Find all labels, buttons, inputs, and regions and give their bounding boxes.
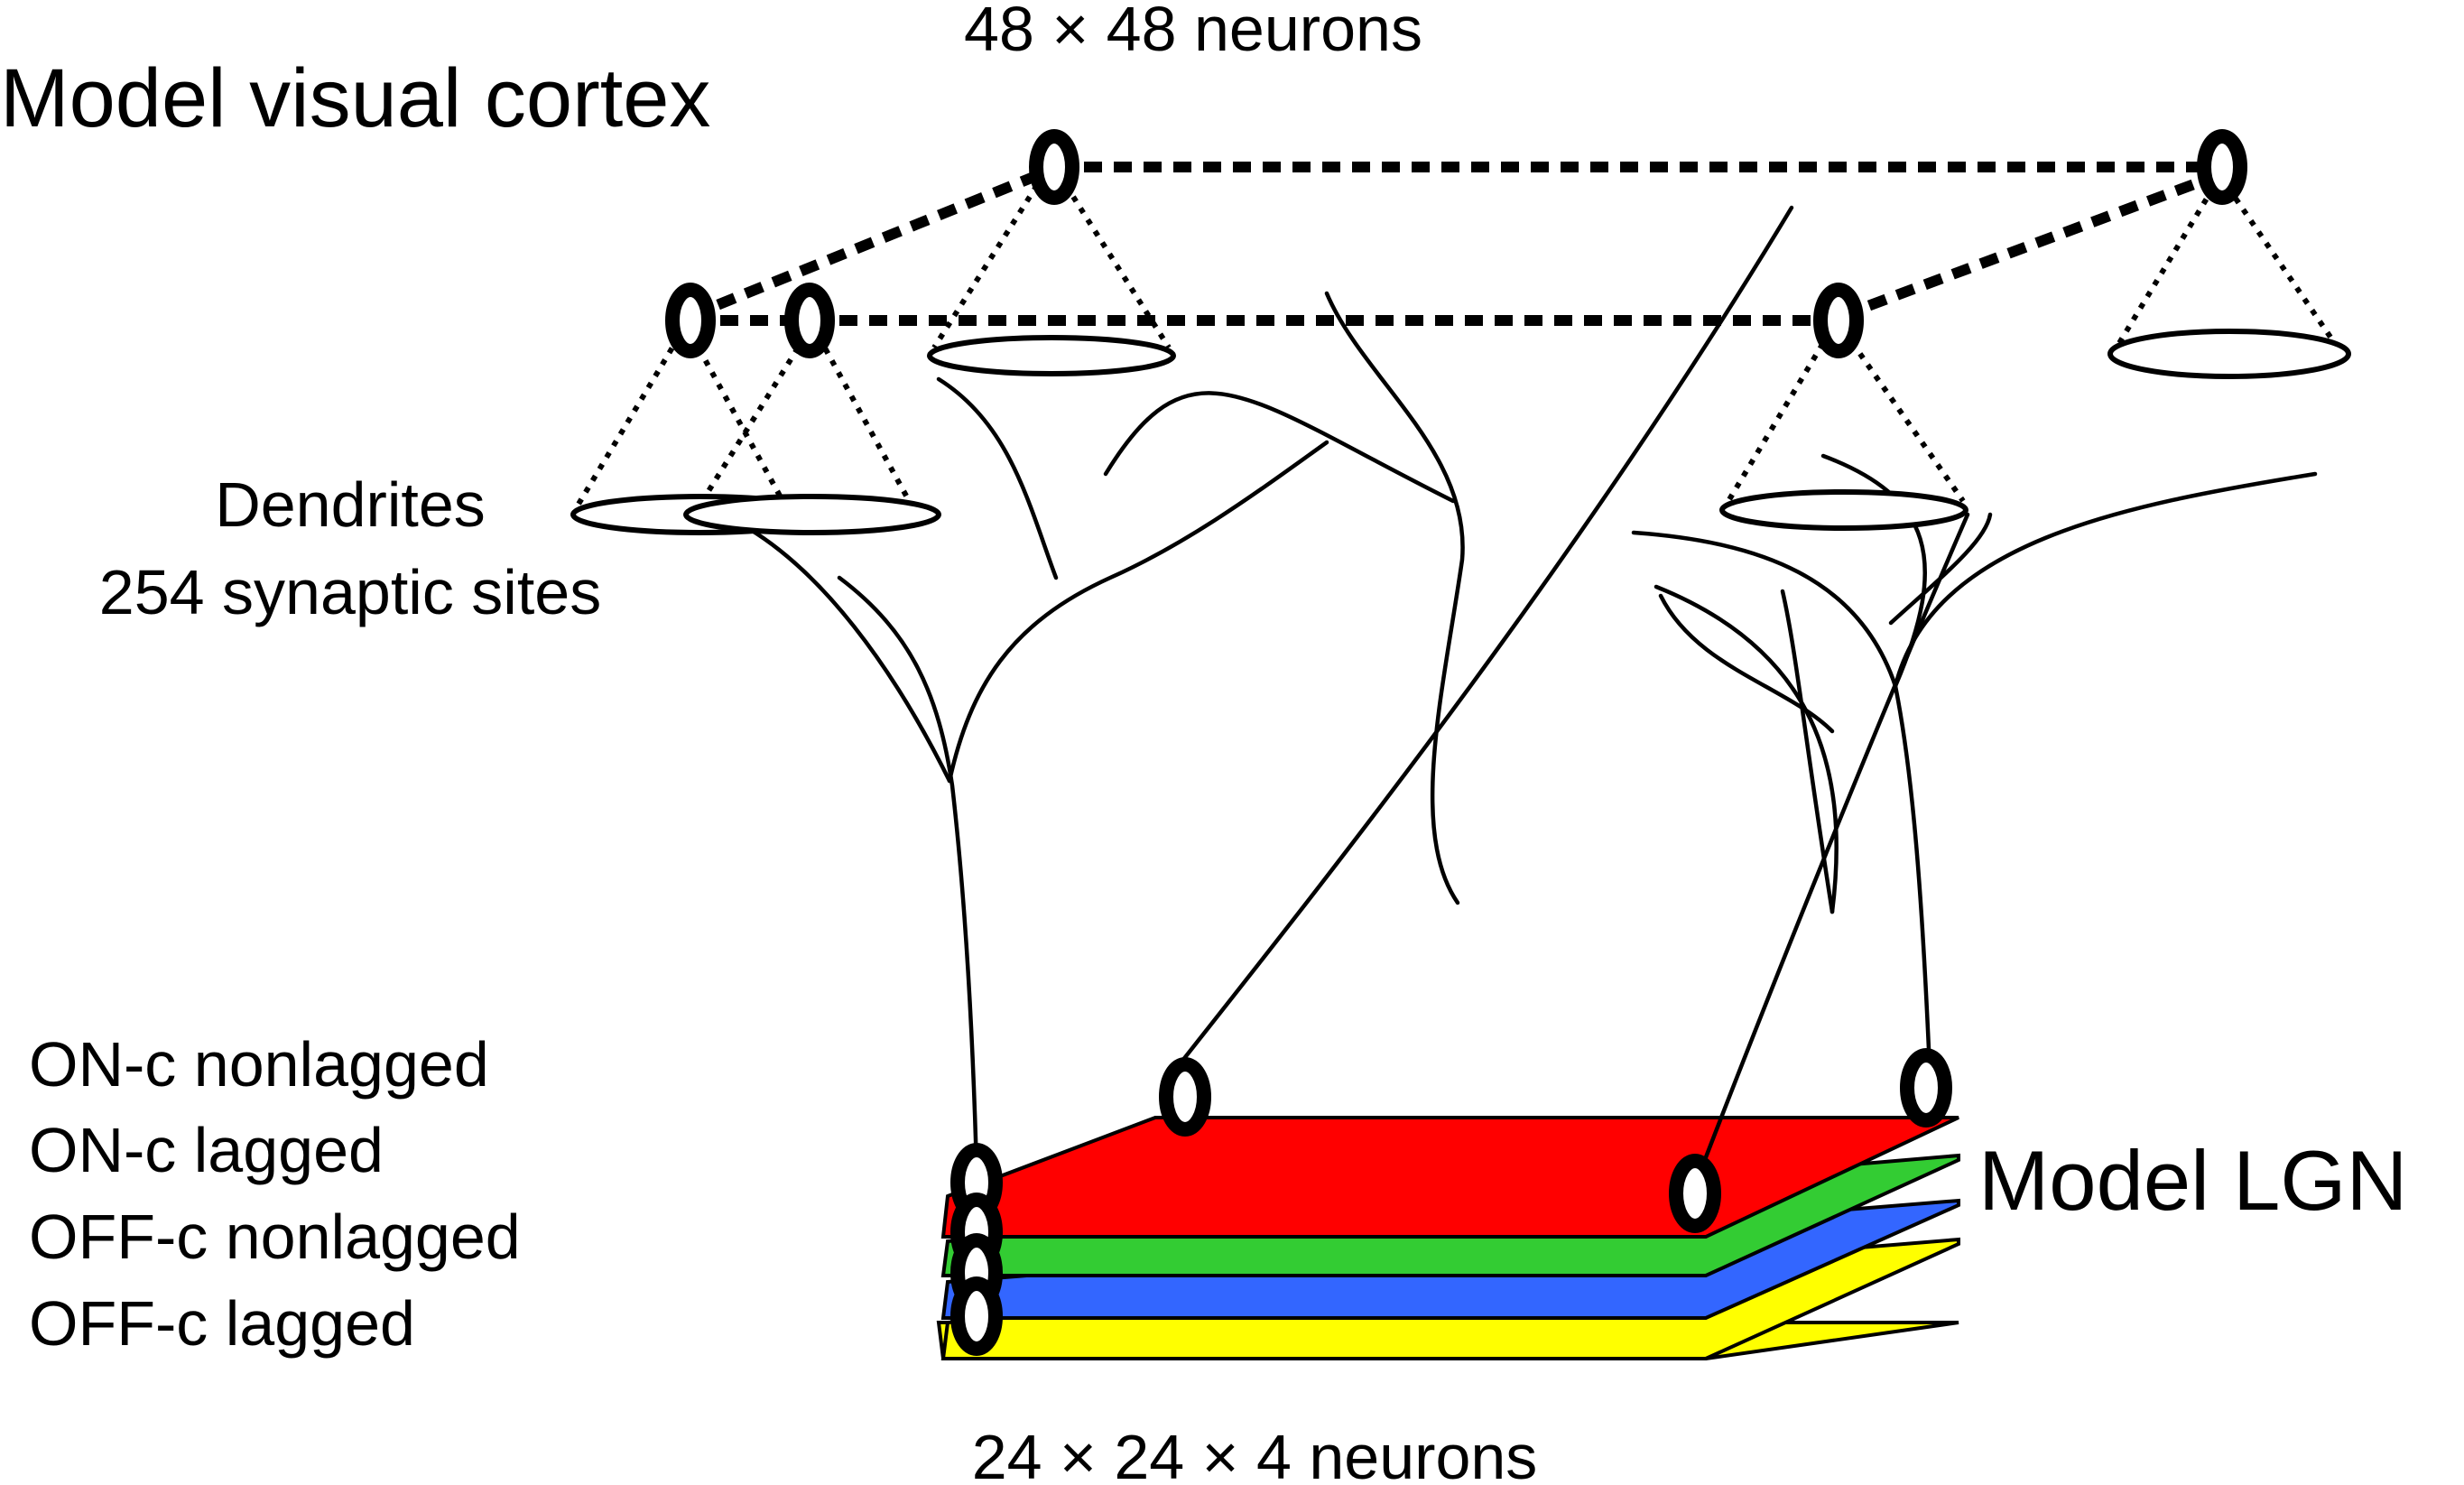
lgn-layer-label: ON-c lagged [29, 1115, 384, 1185]
lgn-title: Model LGN [1978, 1133, 2407, 1228]
dendrite-projection [575, 161, 2340, 507]
cortex-size-label: 48 × 48 neurons [964, 0, 1422, 64]
lgn-size-label: 24 × 24 × 4 neurons [972, 1422, 1538, 1485]
cortex-title: Model visual cortex [0, 52, 710, 144]
axon [947, 440, 1329, 784]
cortex-neuron [784, 283, 835, 358]
dendrite-field [2107, 329, 2351, 379]
axon [1103, 391, 1456, 504]
axon [1180, 205, 1794, 1063]
dendrite-field [927, 335, 1176, 376]
cortex-neuron [1813, 283, 1864, 358]
cortex-neuron [665, 283, 716, 358]
axon [737, 521, 952, 784]
axon [1699, 512, 1970, 1172]
axon [1653, 584, 1839, 914]
axon [837, 575, 979, 1172]
dendrite-field [683, 494, 941, 535]
dendrites-label: Dendrites [215, 469, 486, 540]
lgn-neuron [1159, 1057, 1211, 1137]
cortex-neuron [2197, 129, 2247, 205]
cortex-neuron [1029, 129, 1079, 205]
axon [1631, 530, 1932, 1072]
axon [1888, 512, 1993, 626]
cortical-connection [1839, 171, 2219, 321]
lgn-layer-label: ON-c nonlagged [29, 1029, 489, 1100]
axon [1324, 291, 1465, 905]
dendrite-field [1719, 489, 1968, 531]
axon [1658, 593, 1835, 734]
cortical-connection [688, 166, 1050, 321]
lgn-neuron [1900, 1048, 1952, 1128]
lgn-layer-label: OFF-c lagged [29, 1288, 415, 1359]
axon [936, 376, 1059, 580]
lgn-layer-label: OFF-c nonlagged [29, 1202, 521, 1272]
lgn-neuron [1669, 1154, 1721, 1233]
lgn-neuron [950, 1276, 1003, 1356]
synaptic-sites-label: 254 synaptic sites [99, 557, 601, 627]
